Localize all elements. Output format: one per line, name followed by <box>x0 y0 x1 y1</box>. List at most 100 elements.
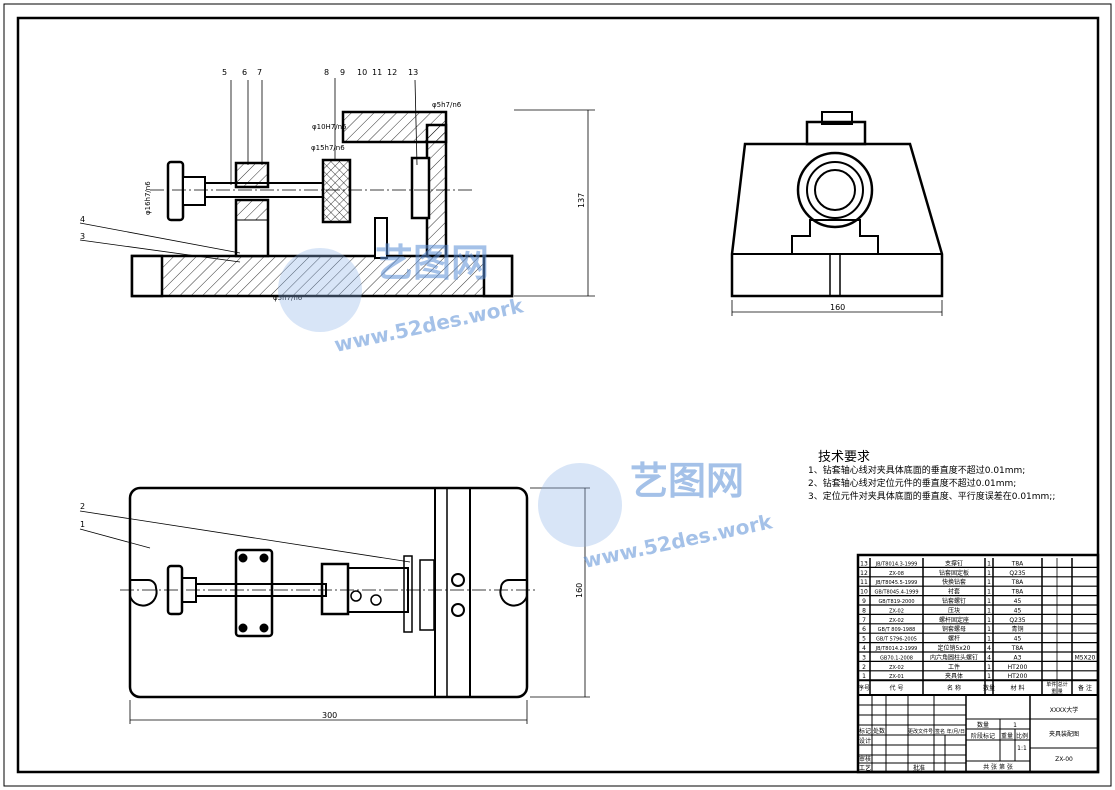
bom-code: ZX-02 <box>889 618 904 624</box>
stage-mark-label: 阶段标记 <box>971 732 995 740</box>
bom-material: HT200 <box>1008 664 1028 671</box>
callout-9: 9 <box>340 68 345 77</box>
bom-name: 铜套螺母 <box>942 625 966 633</box>
bom-qty: 1 <box>987 617 991 624</box>
bom-name: 定位销5x20 <box>937 644 970 652</box>
bom-material: T8A <box>1011 579 1024 586</box>
bom-name: 快换钻套 <box>942 578 966 586</box>
bom-qty: 1 <box>987 607 991 614</box>
watermark-globe-icon <box>278 248 362 332</box>
title-block <box>856 553 1100 774</box>
bom-no: 10 <box>860 589 868 596</box>
bom-header-qty: 数量 <box>983 684 995 692</box>
tech-req-title: 技术要求 <box>818 450 871 465</box>
bom-code: ZX-01 <box>889 674 904 680</box>
drawing-number: ZX-00 <box>1055 756 1073 763</box>
bom-code: GB/T 809-1988 <box>878 627 916 633</box>
fit-phi5-bottom: φ5h7/n6 <box>273 294 303 302</box>
watermark-1: 艺图网 www.52des.work <box>278 241 526 357</box>
bom-name: 钻套螺钉 <box>942 597 966 605</box>
bom-no: 8 <box>862 607 866 614</box>
bom-material: Q235 <box>1009 617 1025 624</box>
top-view <box>79 486 590 724</box>
bom-no: 6 <box>862 626 866 633</box>
bom-name: 支撑钉 <box>945 559 963 567</box>
dim-160-top: 160 <box>575 583 584 598</box>
bom-remark: M5X20 <box>1075 654 1096 661</box>
bom-no: 9 <box>862 598 866 605</box>
bom-qty: 1 <box>987 560 991 567</box>
callout-8: 8 <box>324 68 329 77</box>
bom-header-remark: 备 注 <box>1078 684 1092 692</box>
bom-no: 11 <box>860 579 868 586</box>
bom-code: GB/T819-2000 <box>878 599 914 605</box>
bom-qty: 1 <box>987 589 991 596</box>
callout-10: 10 <box>357 68 367 77</box>
dim-160-side: 160 <box>830 303 845 312</box>
watermark-url: www.52des.work <box>332 293 526 357</box>
bom-name: 内六角圆柱头螺钉 <box>930 653 978 661</box>
bom-code: GB/T8045.4-1999 <box>874 590 918 596</box>
bom-name: 钻套固定板 <box>939 569 969 577</box>
callout-11: 11 <box>372 68 382 77</box>
watermark-2: 艺图网 www.52des.work <box>538 459 775 573</box>
sign-date-label: 签名 年/月/日 <box>935 728 965 735</box>
school-name: XXXX大学 <box>1050 706 1078 714</box>
callout-5: 5 <box>222 68 227 77</box>
dim-137: 137 <box>577 193 586 208</box>
bom-qty: 4 <box>987 654 991 661</box>
quantity-value: 1 <box>1013 722 1017 729</box>
fit-phi16: φ16h7/n6 <box>144 181 152 215</box>
bom-code: GB70.1-2008 <box>880 655 913 661</box>
bom-code: JB/T8045.5-1999 <box>875 580 918 586</box>
bom-no: 2 <box>862 664 866 671</box>
tech-req-item-2: 2、钻套轴心线对定位元件的垂直度不超过0.01mm; <box>808 479 1017 489</box>
bom-header-code: 代 号 <box>890 684 904 692</box>
bom-name: 夹具体 <box>945 672 963 680</box>
scale-label: 比例 <box>1016 732 1028 740</box>
bom-qty: 4 <box>987 645 991 652</box>
zones-label: 处数 <box>873 727 885 735</box>
tech-req-item-1: 1、钻套轴心线对夹具体底面的垂直度不超过0.01mm; <box>808 466 1026 476</box>
bom-no: 12 <box>860 570 868 577</box>
front-view-labels: 5 6 7 8 9 10 11 12 13 4 3 φ10H7/n6 φ15h7… <box>80 68 586 302</box>
bom-material: T8A <box>1011 560 1024 567</box>
review-label: 审核 <box>859 755 871 763</box>
bom-code: JB/T8014.3-1999 <box>875 561 918 567</box>
bom-no: 4 <box>862 645 866 652</box>
bom-name: 工件 <box>948 663 960 671</box>
watermark-brand: 艺图网 <box>375 241 489 285</box>
bom-material: 45 <box>1014 607 1022 614</box>
bom-no: 1 <box>862 673 866 680</box>
bom-code: JB/T8014.2-1999 <box>875 646 918 652</box>
bom-material: T8A <box>1011 645 1024 652</box>
bom-no: 7 <box>862 617 866 624</box>
side-view <box>730 111 944 316</box>
sheet-border <box>3 3 1112 787</box>
bom-code: ZX-08 <box>889 571 904 577</box>
callout-3: 3 <box>80 232 85 241</box>
file-no-label: 更改文件号 <box>908 728 933 735</box>
bom-material: A3 <box>1014 654 1022 661</box>
bom-name: 衬套 <box>948 588 960 596</box>
bom-header-weight: 重 量 <box>1051 688 1063 695</box>
bom-no: 13 <box>860 560 868 567</box>
bom-code: GB/T 5796-2005 <box>876 637 917 643</box>
bom-qty: 1 <box>987 579 991 586</box>
bom-qty: 1 <box>987 570 991 577</box>
process-label: 工艺 <box>859 764 871 772</box>
fit-phi15: φ15h7/n6 <box>311 144 345 152</box>
bom-name: 螺杆 <box>948 635 960 643</box>
bom-qty: 1 <box>987 636 991 643</box>
bom-no: 3 <box>862 654 866 661</box>
bom-qty: 1 <box>987 673 991 680</box>
callout-13: 13 <box>408 68 418 77</box>
callout-12: 12 <box>387 68 397 77</box>
watermark-brand: 艺图网 <box>630 459 744 503</box>
bom-header-unit-total: 单件 总计 <box>1046 681 1068 688</box>
bom-header-material: 材 料 <box>1011 684 1025 692</box>
bom-material: Q235 <box>1009 570 1025 577</box>
callout-6: 6 <box>242 68 247 77</box>
